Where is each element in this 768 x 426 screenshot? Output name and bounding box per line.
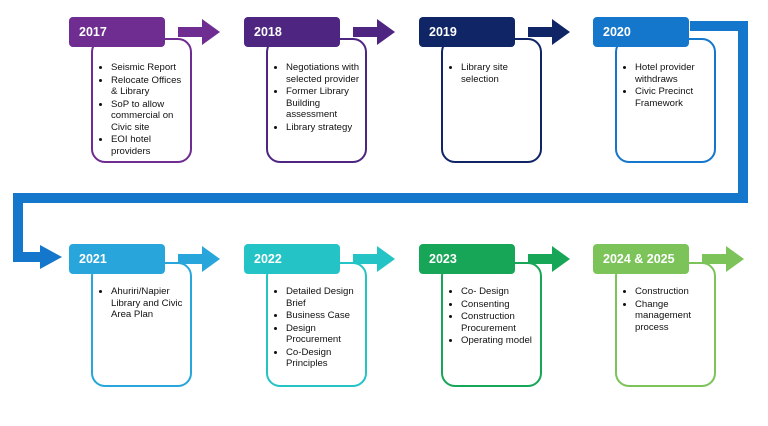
stage-item: Business Case bbox=[286, 310, 361, 322]
right-arrow-icon bbox=[178, 246, 220, 272]
right-arrow-icon bbox=[528, 19, 570, 45]
year-label: 2021 bbox=[69, 244, 165, 274]
stage-item: SoP to allow commercial on Civic site bbox=[111, 99, 186, 134]
year-label: 2024 & 2025 bbox=[593, 244, 689, 274]
year-label: 2023 bbox=[419, 244, 515, 274]
stage-item: Construction bbox=[635, 286, 710, 298]
stage-card-2020: Hotel provider withdrawsCivic Precinct F… bbox=[615, 38, 716, 163]
stage-item: Operating model bbox=[461, 335, 536, 347]
stage-item: Detailed Design Brief bbox=[286, 286, 361, 309]
stage-item-list: Detailed Design BriefBusiness CaseDesign… bbox=[268, 264, 365, 375]
stage-item: Co-Design Principles bbox=[286, 347, 361, 370]
right-arrow-icon bbox=[353, 19, 395, 45]
stage-item-list: Co- DesignConsentingConstruction Procure… bbox=[443, 264, 540, 352]
stage-item: Library strategy bbox=[286, 122, 361, 134]
stage-card-2021: Ahuriri/Napier Library and Civic Area Pl… bbox=[91, 262, 192, 387]
stage-card-2019: Library site selection bbox=[441, 38, 542, 163]
right-arrow-icon bbox=[702, 246, 744, 272]
stage-item-list: ConstructionChange management process bbox=[617, 264, 714, 338]
stage-item: Construction Procurement bbox=[461, 311, 536, 334]
year-label: 2020 bbox=[593, 17, 689, 47]
year-label: 2018 bbox=[244, 17, 340, 47]
right-arrow-icon bbox=[178, 19, 220, 45]
stage-item-list: Ahuriri/Napier Library and Civic Area Pl… bbox=[93, 264, 190, 326]
year-label: 2017 bbox=[69, 17, 165, 47]
stage-card-2022: Detailed Design BriefBusiness CaseDesign… bbox=[266, 262, 367, 387]
stage-item: Former Library Building assessment bbox=[286, 86, 361, 121]
year-label: 2019 bbox=[419, 17, 515, 47]
stage-card-2018: Negotiations with selected providerForme… bbox=[266, 38, 367, 163]
stage-item: EOI hotel providers bbox=[111, 134, 186, 157]
stage-item: Co- Design bbox=[461, 286, 536, 298]
stage-item: Ahuriri/Napier Library and Civic Area Pl… bbox=[111, 286, 186, 321]
stage-item-list: Negotiations with selected providerForme… bbox=[268, 40, 365, 138]
stage-item: Consenting bbox=[461, 299, 536, 311]
right-arrow-icon bbox=[353, 246, 395, 272]
stage-card-2023: Co- DesignConsentingConstruction Procure… bbox=[441, 262, 542, 387]
stage-item-list: Library site selection bbox=[443, 40, 540, 90]
stage-item-list: Hotel provider withdrawsCivic Precinct F… bbox=[617, 40, 714, 114]
stage-item: Design Procurement bbox=[286, 323, 361, 346]
stage-item-list: Seismic ReportRelocate Offices & Library… bbox=[93, 40, 190, 162]
year-label: 2022 bbox=[244, 244, 340, 274]
stage-item: Relocate Offices & Library bbox=[111, 75, 186, 98]
stage-card-2017: Seismic ReportRelocate Offices & Library… bbox=[91, 38, 192, 163]
stage-item: Library site selection bbox=[461, 62, 536, 85]
stage-item: Hotel provider withdraws bbox=[635, 62, 710, 85]
stage-item: Seismic Report bbox=[111, 62, 186, 74]
stage-item: Civic Precinct Framework bbox=[635, 86, 710, 109]
stage-item: Negotiations with selected provider bbox=[286, 62, 361, 85]
stage-item: Change management process bbox=[635, 299, 710, 334]
right-arrow-icon bbox=[528, 246, 570, 272]
stage-card-2024-2025: ConstructionChange management process bbox=[615, 262, 716, 387]
